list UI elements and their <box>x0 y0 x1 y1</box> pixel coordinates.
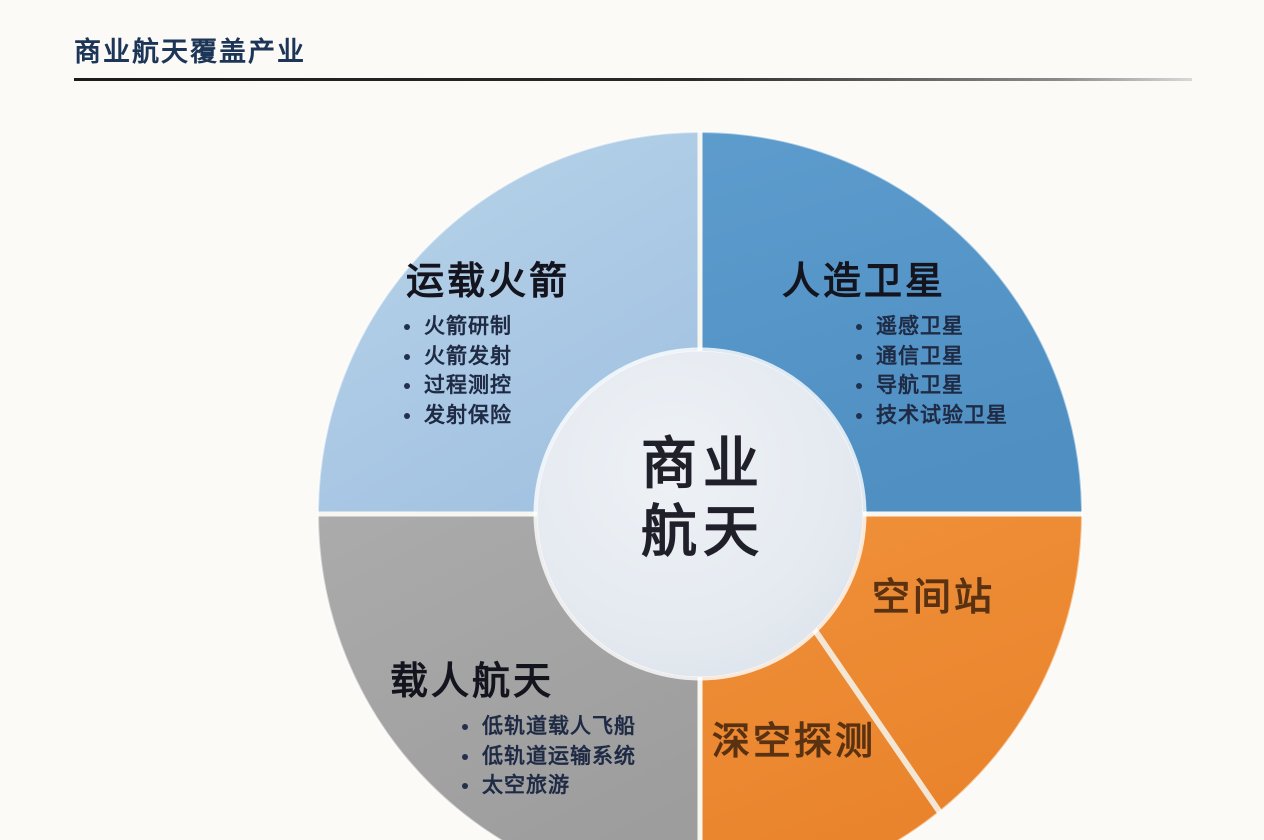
segment-space-station-text: 空间站 <box>872 577 996 620</box>
segment-deep-space-heading: 深空探测 <box>712 721 877 763</box>
segment-rocket-text: 运载火箭 火箭研制 火箭发射 过程测控 发射保险 <box>398 261 571 431</box>
list-item: 导航卫星 <box>850 371 1008 401</box>
page-title: 商业航天覆盖产业 <box>74 37 306 67</box>
list-item: 通信卫星 <box>850 342 1008 372</box>
ring-outer-edge <box>317 131 1083 840</box>
list-item: 发射保险 <box>398 401 570 431</box>
segment-rocket-heading: 运载火箭 <box>406 261 571 303</box>
segment-satellite-bullets: 遥感卫星 通信卫星 导航卫星 技术试验卫星 <box>850 312 1008 431</box>
list-item: 技术试验卫星 <box>850 401 1008 431</box>
divider-orange-split <box>809 624 1003 840</box>
list-item: 低轨道运输系统 <box>456 742 636 772</box>
title-underline <box>74 78 1192 82</box>
segment-manned-heading: 载人航天 <box>390 661 555 703</box>
list-item: 遥感卫星 <box>850 312 1008 342</box>
segment-manned-text: 载人航天 低轨道载人飞船 低轨道运输系统 太空旅游 <box>386 661 636 801</box>
segment-satellite-text: 人造卫星 遥感卫星 通信卫星 导航卫星 技术试验卫星 <box>782 261 1008 431</box>
hub-circle-ring <box>533 347 867 681</box>
segment-rocket-bullets: 火箭研制 火箭发射 过程测控 发射保险 <box>398 312 570 431</box>
page-header: 商业航天覆盖产业 <box>74 36 1192 82</box>
list-item: 太空旅游 <box>456 771 636 801</box>
list-item: 火箭研制 <box>398 312 570 342</box>
list-item: 过程测控 <box>398 371 570 401</box>
hub-circle[interactable] <box>537 351 863 677</box>
list-item: 低轨道载人飞船 <box>456 712 636 742</box>
segment-satellite-heading: 人造卫星 <box>782 261 947 303</box>
segment-manned-bullets: 低轨道载人飞船 低轨道运输系统 太空旅游 <box>456 712 636 801</box>
segment-space-station-heading: 空间站 <box>872 577 996 619</box>
list-item: 火箭发射 <box>398 342 570 372</box>
segment-deep-space-text: 深空探测 <box>712 721 877 764</box>
